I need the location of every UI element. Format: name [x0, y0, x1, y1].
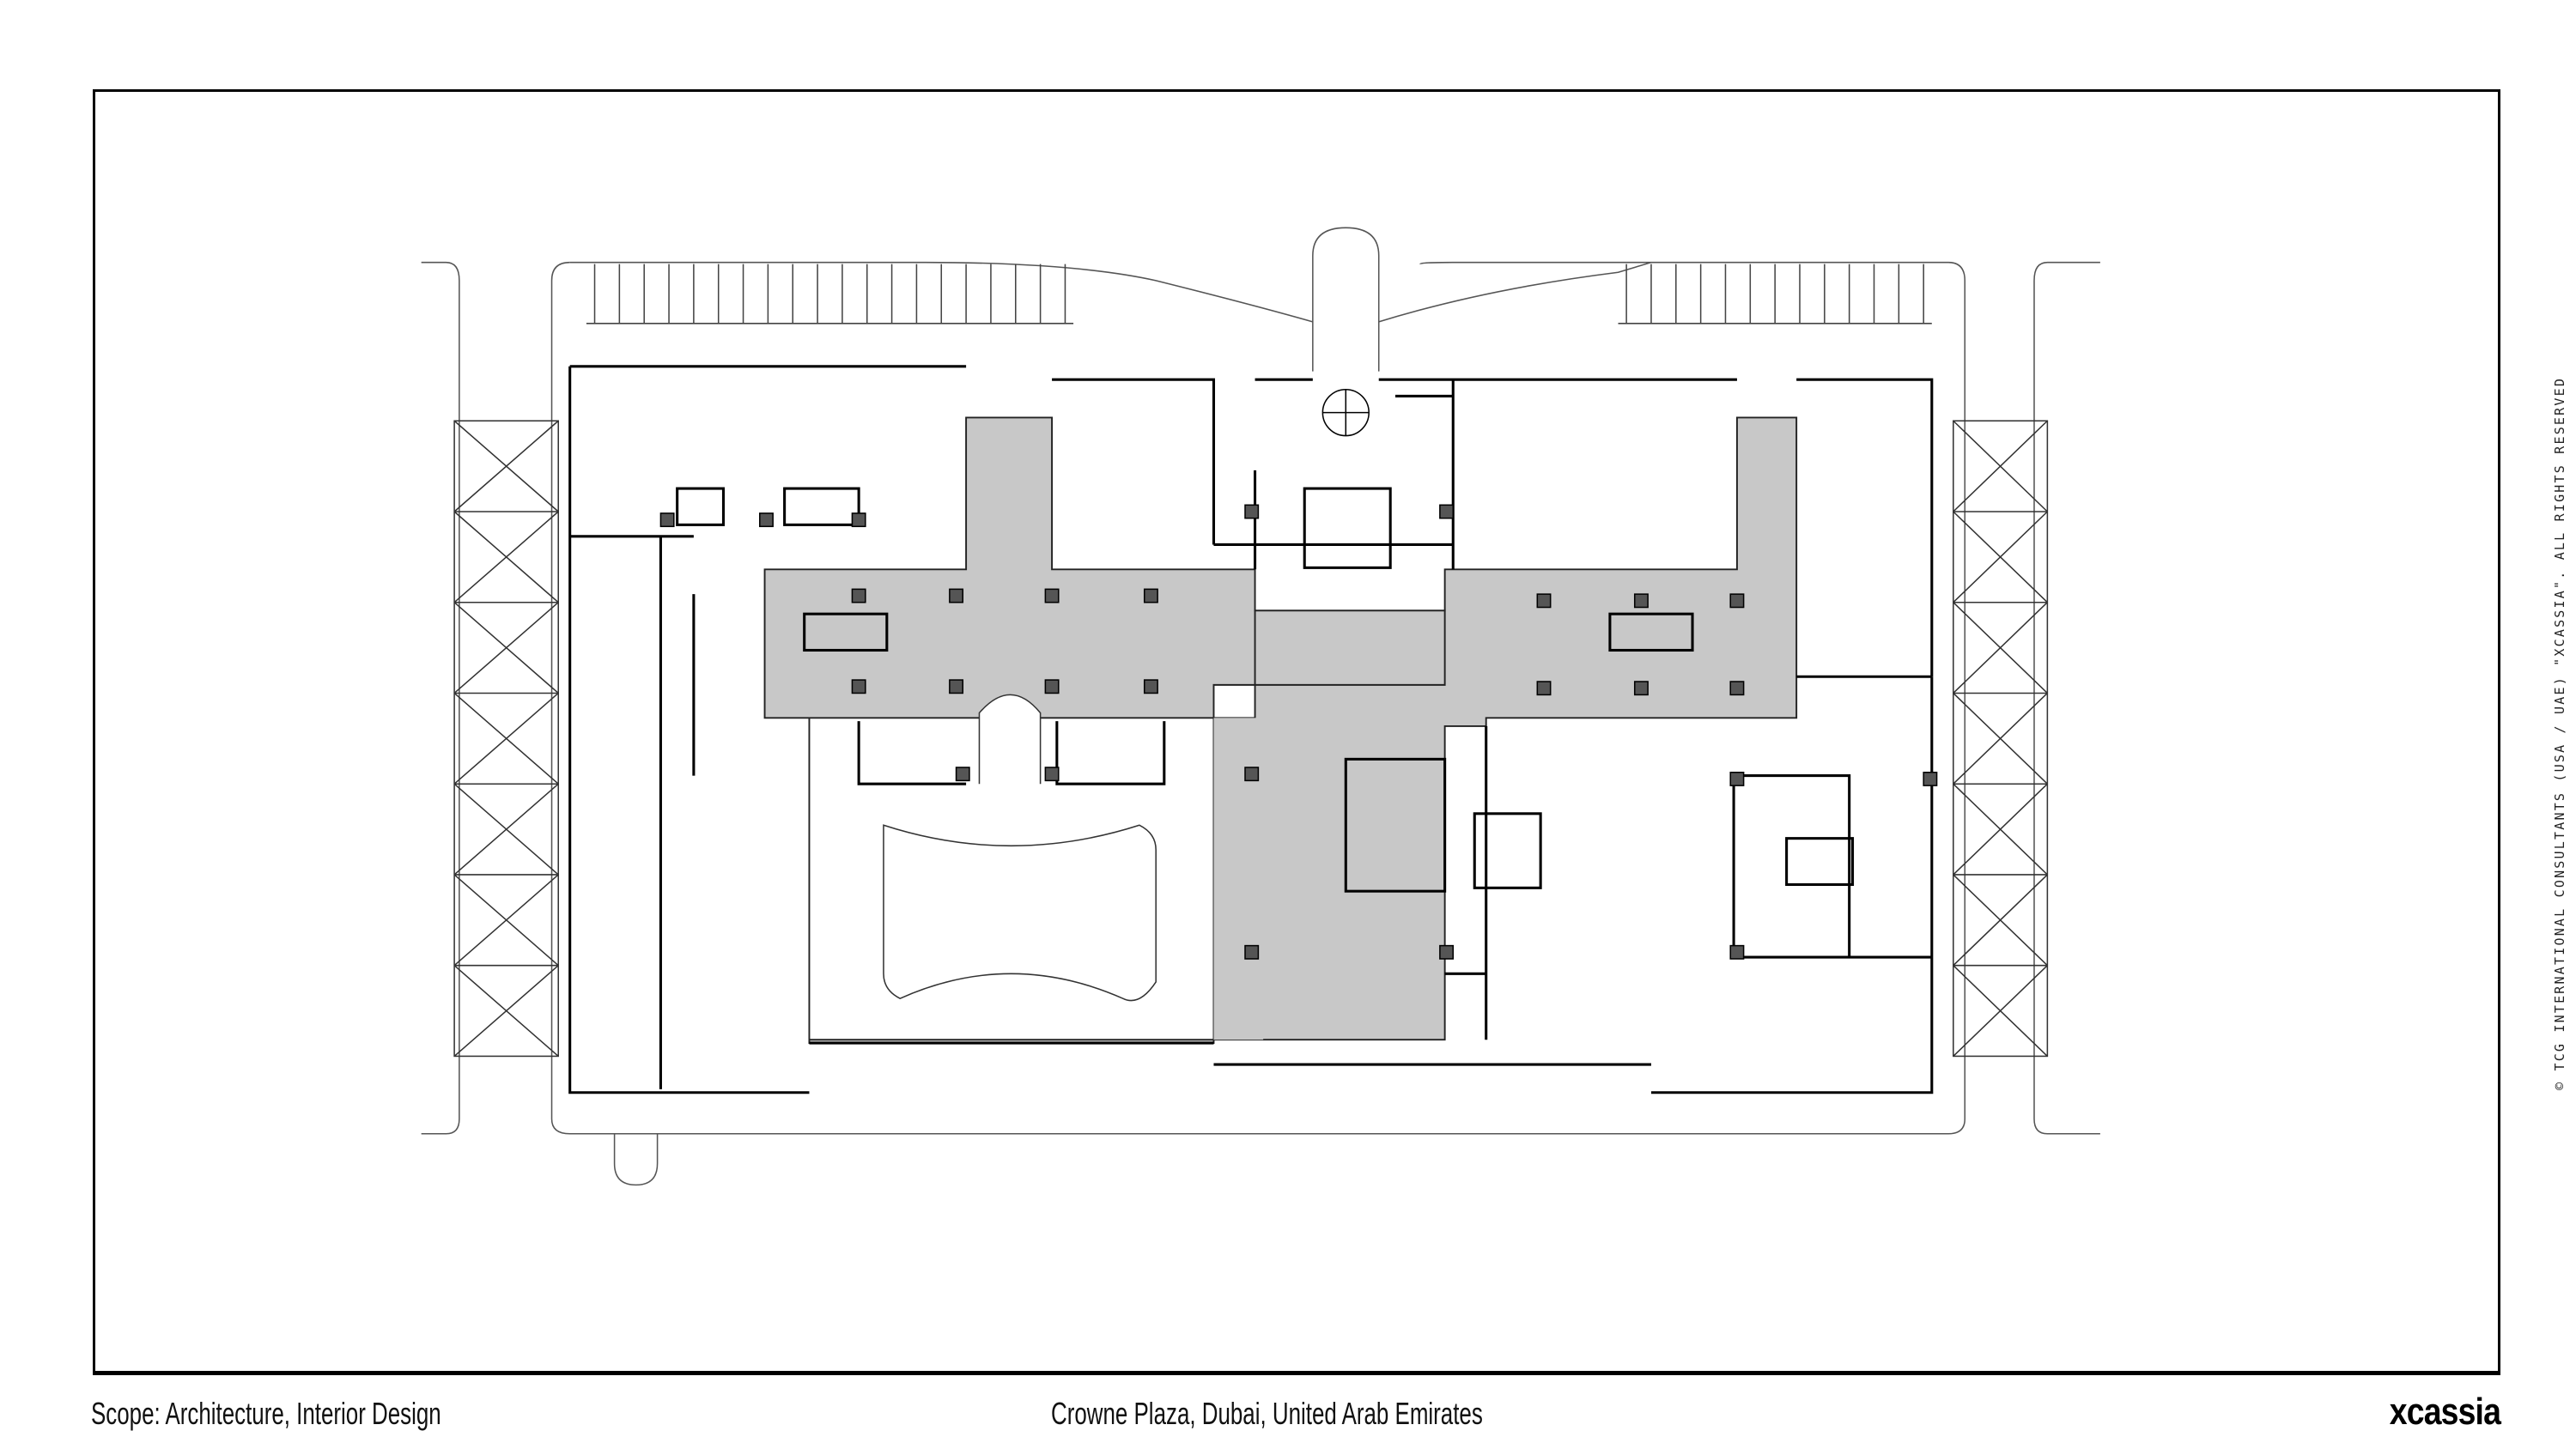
xcassia-logo: xcassia [2389, 1391, 2501, 1433]
structural-columns [659, 504, 1938, 960]
site-outline [421, 227, 2100, 1186]
parking-stalls [586, 264, 1932, 324]
lobby-feature [883, 694, 1157, 1002]
entrance-turntable [1321, 388, 1370, 437]
copyright-notice: © TCG INTERNATIONAL CONSULTANTS (USA / U… [2552, 376, 2567, 1090]
drawing-frame [93, 89, 2500, 1375]
circulation-area [763, 416, 1798, 1045]
scope-label: Scope: Architecture, Interior Design [91, 1396, 441, 1431]
canopy-left [453, 420, 560, 1058]
project-title: Crowne Plaza, Dubai, United Arab Emirate… [1051, 1396, 1483, 1431]
canopy-right [1953, 420, 2049, 1058]
